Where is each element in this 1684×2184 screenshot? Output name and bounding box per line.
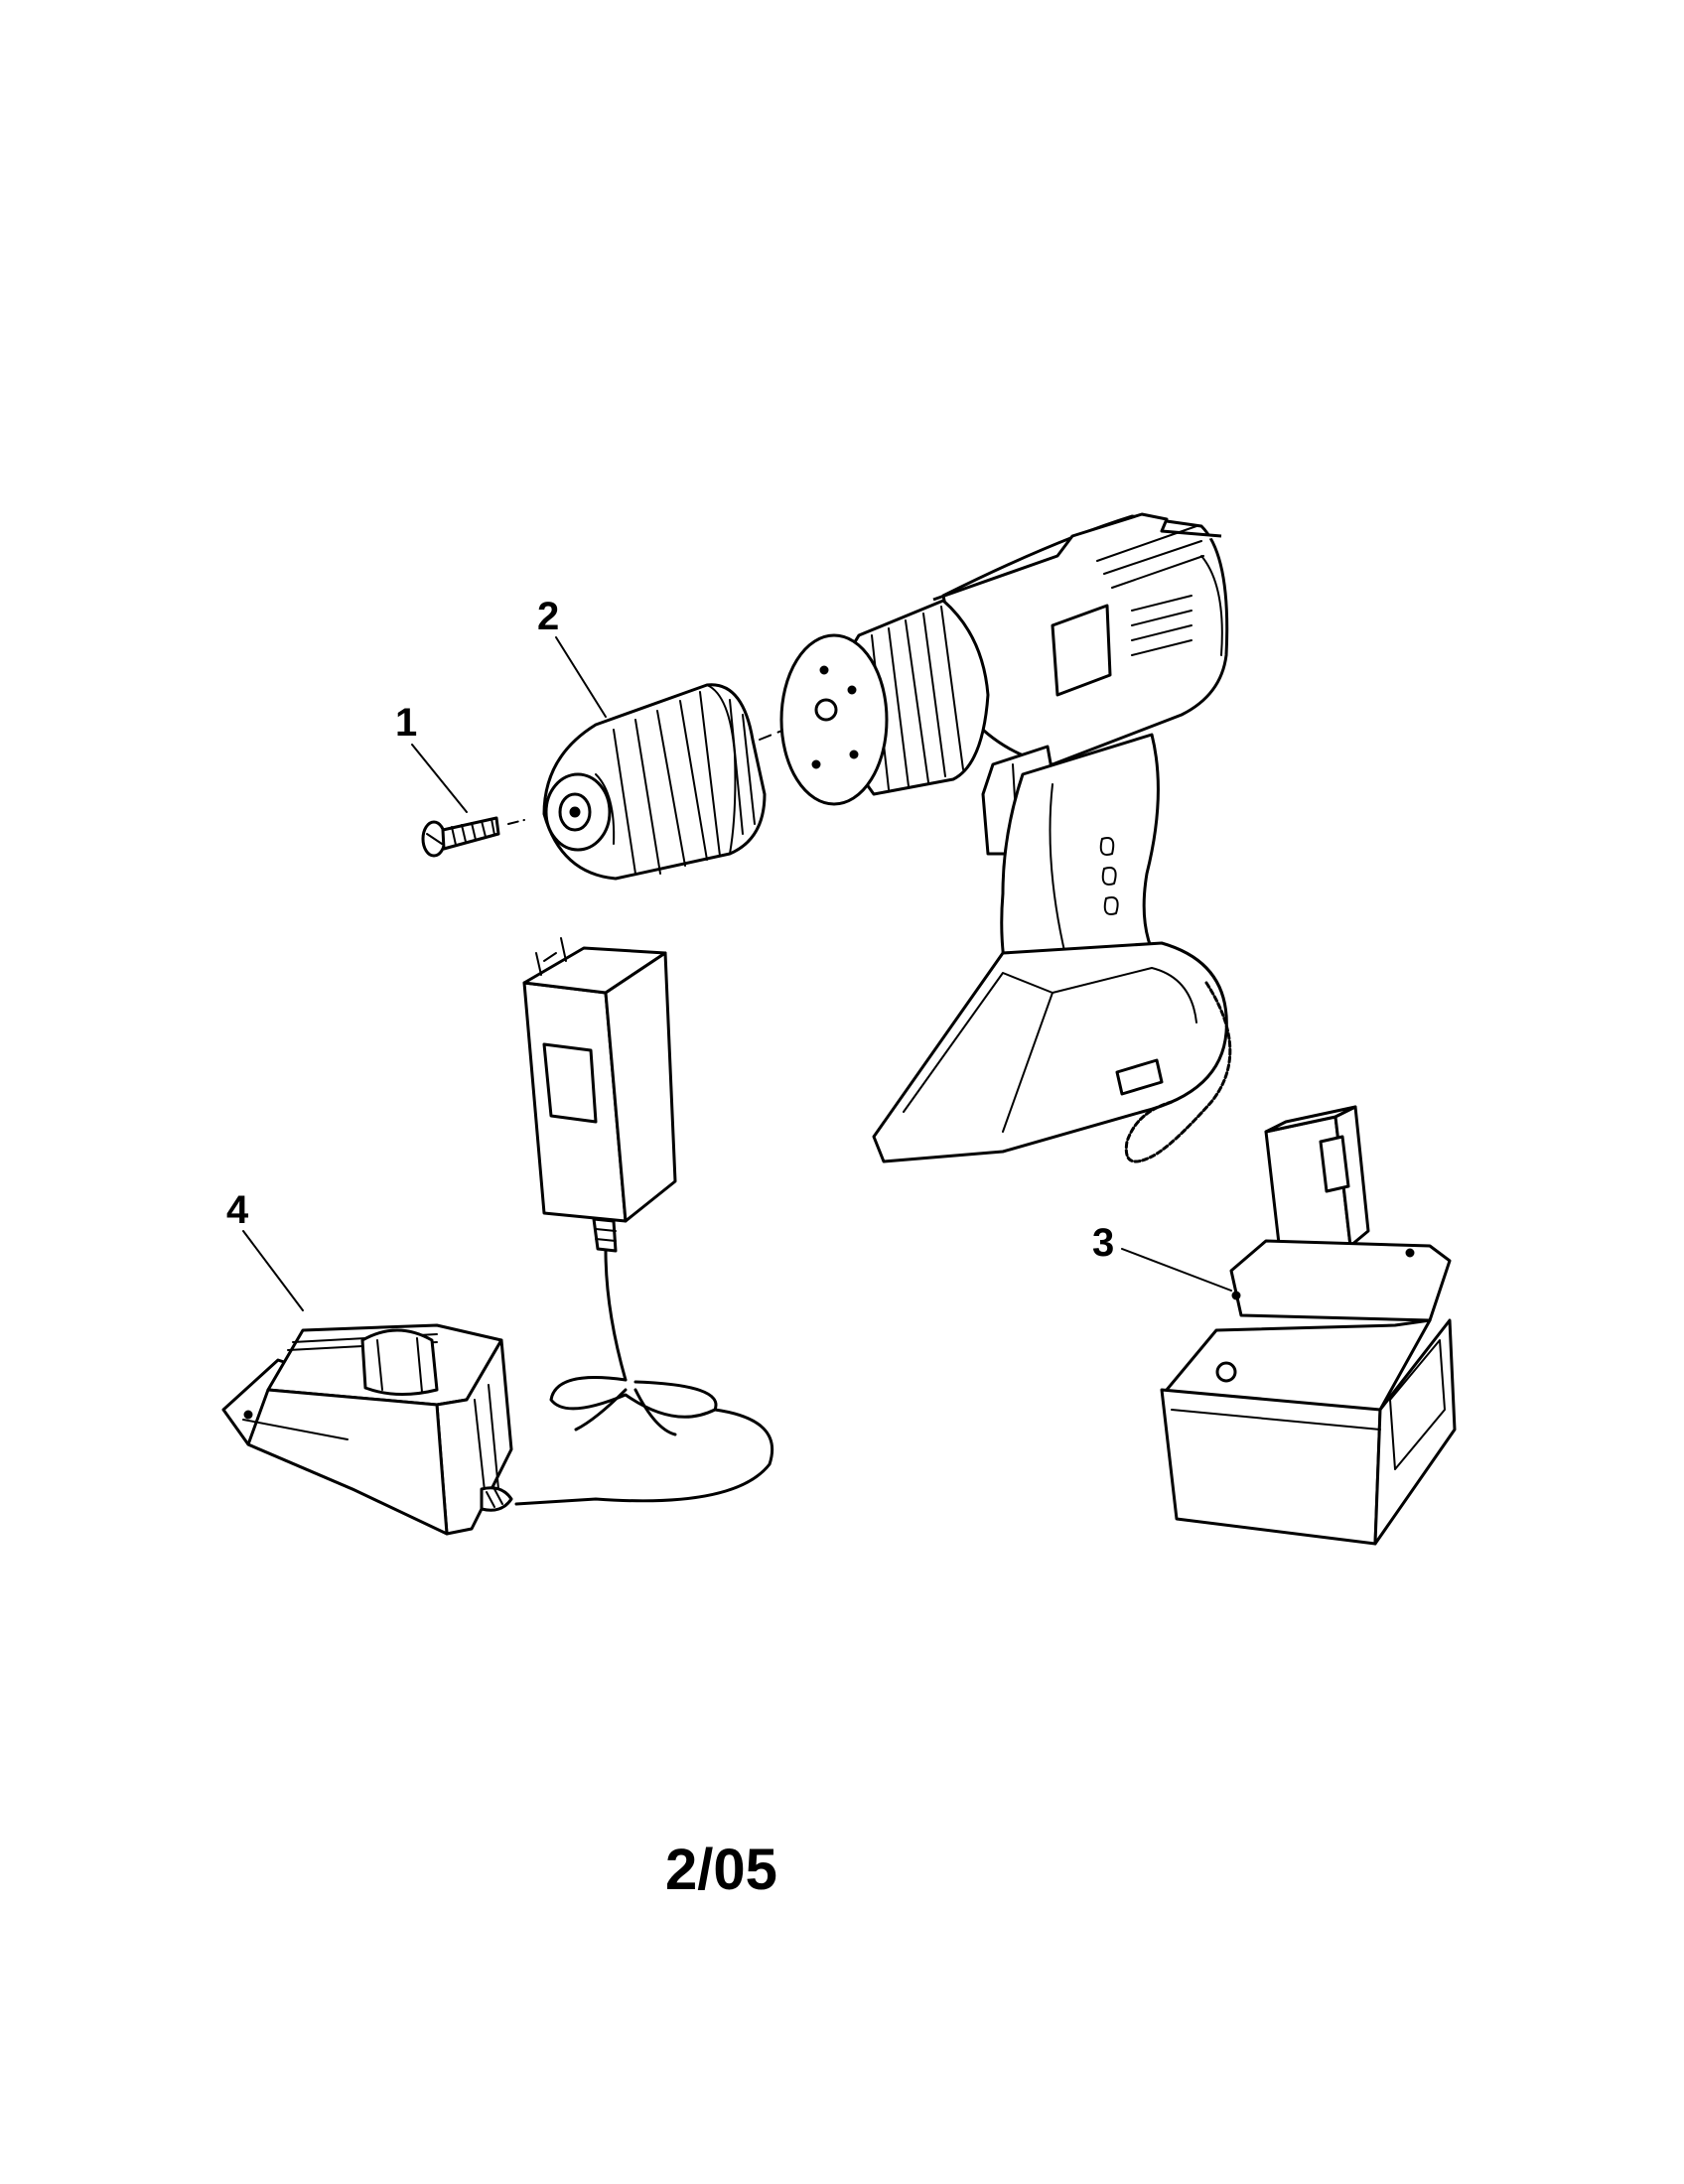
date-code: 2/05 bbox=[665, 1838, 777, 1902]
leader-line-1 bbox=[411, 744, 468, 813]
callout-number-3: 3 bbox=[1092, 1221, 1114, 1265]
ac-adapter-part bbox=[514, 937, 774, 1506]
callout-number-2: 2 bbox=[537, 595, 559, 638]
chuck-alignment-line bbox=[759, 729, 785, 741]
charger-base-part bbox=[221, 1323, 513, 1536]
leader-line-3 bbox=[1121, 1248, 1232, 1292]
leader-line-2 bbox=[555, 636, 607, 718]
drill-body bbox=[779, 512, 1229, 1163]
callout-number-4: 4 bbox=[226, 1188, 249, 1232]
chuck-part bbox=[542, 683, 767, 881]
leader-line-4 bbox=[242, 1230, 304, 1311]
screw-part bbox=[421, 816, 525, 858]
callout-number-1: 1 bbox=[395, 701, 417, 745]
battery-pack-part bbox=[1160, 1105, 1457, 1546]
wrist-strap bbox=[1124, 981, 1232, 1163]
